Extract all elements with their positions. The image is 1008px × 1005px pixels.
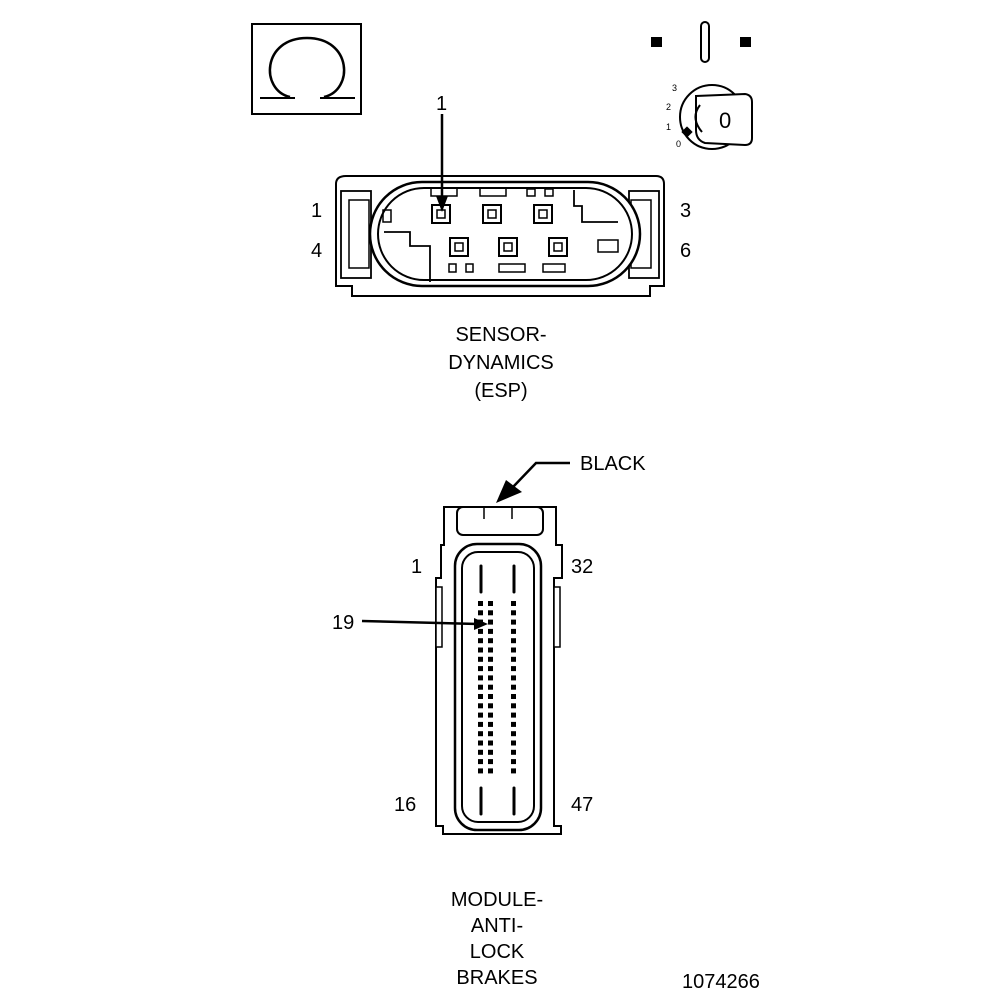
abs-pin-cavity xyxy=(488,749,493,755)
abs-pin-cavity xyxy=(511,712,516,718)
abs-pin-cavity xyxy=(488,694,493,699)
abs-pin-cavity xyxy=(478,721,483,727)
abs-pin-cavity xyxy=(478,684,483,690)
abs-pin-cavity xyxy=(511,694,516,699)
abs-color-label: BLACK xyxy=(580,453,646,475)
ignition-key-label: 0 xyxy=(719,108,731,133)
abs-pin-cavity xyxy=(478,731,483,737)
abs-pin-cavity xyxy=(488,638,493,644)
abs-pin-label-32: 32 xyxy=(571,556,593,578)
abs-pin-label-16: 16 xyxy=(394,794,416,816)
abs-pin-cavity xyxy=(488,712,493,718)
abs-pin-cavity xyxy=(478,712,483,718)
esp-cavity-2 xyxy=(482,204,502,224)
abs-pin-cavity xyxy=(478,628,483,634)
abs-caption-line-2: ANTI- xyxy=(471,915,523,937)
abs-pin-column-right xyxy=(511,601,516,774)
abs-pin-cavity xyxy=(511,656,516,662)
abs-pin-cavity xyxy=(478,610,483,616)
abs-pin-cavity xyxy=(511,684,516,690)
ignition-position-2: 2 xyxy=(666,102,671,112)
esp-pin-label-3: 3 xyxy=(680,200,691,222)
abs-pin-cavity xyxy=(488,721,493,727)
abs-pin-cavity xyxy=(488,610,493,616)
abs-pin-cavity xyxy=(478,759,483,765)
abs-pin-cavity xyxy=(511,628,516,634)
abs-pin-cavity xyxy=(478,703,483,709)
esp-pin-label-1: 1 xyxy=(311,200,322,222)
abs-pin-column-left xyxy=(478,601,493,774)
abs-pin-cavity xyxy=(511,768,516,774)
abs-black-leader xyxy=(496,461,570,503)
abs-pin-cavity xyxy=(511,731,516,737)
abs-pin-cavity xyxy=(488,656,493,662)
esp-pin-1-arrow xyxy=(436,114,448,212)
abs-pin-label-47: 47 xyxy=(571,794,593,816)
abs-pin-label-1: 1 xyxy=(411,556,422,578)
abs-pin-cavity xyxy=(511,619,516,625)
abs-pin-cavity xyxy=(478,740,483,746)
abs-pin-cavity xyxy=(488,619,493,625)
esp-pin-label-6: 6 xyxy=(680,240,691,262)
esp-cavity-5 xyxy=(498,237,518,257)
abs-pin-cavity xyxy=(511,675,516,681)
abs-pin-cavity xyxy=(511,601,516,606)
abs-pin-cavity xyxy=(478,694,483,699)
esp-cavity-6 xyxy=(548,237,568,257)
ignition-position-3: 3 xyxy=(672,83,677,93)
abs-caption-line-1: MODULE- xyxy=(451,889,543,911)
abs-pin-19-arrow xyxy=(361,618,488,630)
abs-pin-cavity xyxy=(511,666,516,672)
esp-pin-label-4: 4 xyxy=(311,240,322,262)
abs-pin-cavity xyxy=(488,601,493,606)
abs-caption-line-4: BRAKES xyxy=(456,967,537,989)
abs-pin-cavity xyxy=(478,666,483,672)
abs-connector: BLACK 19 1 32 16 47 MODULE- ANTI- LOCK B… xyxy=(332,453,646,989)
abs-pin-cavity xyxy=(478,675,483,681)
figure-number: 1074266 xyxy=(682,971,760,993)
esp-caption-line-2: DYNAMICS xyxy=(448,352,554,374)
ignition-position-1: 1 xyxy=(666,122,671,132)
abs-pin-cavity xyxy=(478,601,483,606)
esp-caption-line-3: (ESP) xyxy=(474,380,527,402)
abs-pin-cavity xyxy=(511,703,516,709)
abs-pin-cavity xyxy=(488,703,493,709)
abs-pin-cavity xyxy=(511,721,516,727)
abs-pin-cavity xyxy=(478,749,483,755)
abs-pin-cavity xyxy=(511,749,516,755)
abs-pin-cavity xyxy=(478,768,483,774)
abs-pin-cavity xyxy=(511,647,516,653)
abs-pin-cavity xyxy=(511,740,516,746)
abs-pin-cavity xyxy=(488,666,493,672)
esp-cavity-4 xyxy=(449,237,469,257)
abs-pin-cavity xyxy=(511,610,516,616)
abs-pin-cavity xyxy=(478,647,483,653)
abs-pin-cavity xyxy=(511,759,516,765)
esp-arrow-label: 1 xyxy=(436,93,447,115)
esp-caption-line-1: SENSOR- xyxy=(455,324,546,346)
ignition-key-off-icon: 0 1 2 3 0 xyxy=(651,21,753,150)
abs-pin-cavity xyxy=(488,759,493,765)
ignition-position-0: 0 xyxy=(676,139,681,149)
abs-arrow-label: 19 xyxy=(332,612,354,634)
abs-pin-cavity xyxy=(488,740,493,746)
abs-pin-cavity xyxy=(488,628,493,634)
ohmmeter-icon xyxy=(251,23,362,115)
abs-pin-cavity xyxy=(478,638,483,644)
abs-caption-line-3: LOCK xyxy=(470,941,525,963)
esp-connector: 1 1 4 3 6 SENSOR- DYNAMICS (ESP) xyxy=(311,93,691,402)
abs-pin-cavity xyxy=(488,684,493,690)
esp-cavity-3 xyxy=(533,204,553,224)
abs-pin-cavity xyxy=(511,638,516,644)
abs-pin-cavity xyxy=(488,675,493,681)
abs-pin-cavity xyxy=(488,768,493,774)
abs-pin-cavity xyxy=(488,731,493,737)
abs-pin-cavity xyxy=(478,656,483,662)
abs-pin-cavity xyxy=(488,647,493,653)
